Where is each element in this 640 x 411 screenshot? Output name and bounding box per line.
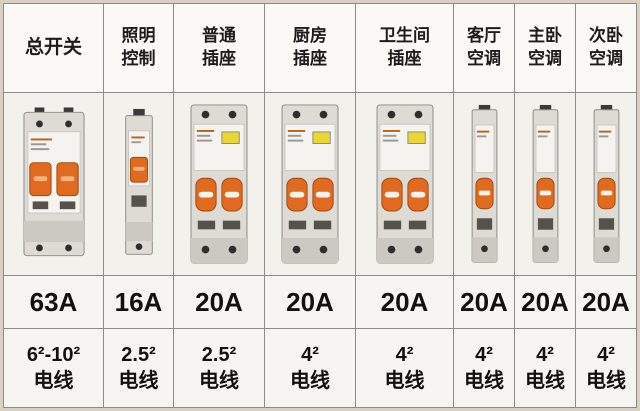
amp-rating-bathroom-sockets: 20A bbox=[356, 276, 453, 328]
header-lighting-control: 照明 控制 bbox=[104, 4, 173, 92]
amp-rating-kitchen-sockets: 20A bbox=[265, 276, 355, 328]
header-livingroom-ac: 客厅 空调 bbox=[454, 4, 514, 92]
wire-spec-lighting: 2.5² 电线 bbox=[104, 329, 173, 407]
wire-spec-second-bedroom-ac: 4² 电线 bbox=[576, 329, 636, 407]
rcd-2pole-breaker-icon bbox=[190, 103, 248, 265]
breaker-cell-lighting bbox=[104, 93, 173, 275]
header-main-switch: 总开关 bbox=[4, 4, 103, 92]
breaker-cell-general-sockets bbox=[174, 93, 264, 275]
diagram-table: 总开关 照明 控制 普通 插座 厨房 插座 卫生间 插座 客厅 空调 主卧 空调… bbox=[3, 3, 637, 408]
amp-rating-general-sockets: 20A bbox=[174, 276, 264, 328]
amp-rating-second-bedroom-ac: 20A bbox=[576, 276, 636, 328]
amp-rating-master-bedroom-ac: 20A bbox=[515, 276, 575, 328]
breaker-cell-second-bedroom-ac bbox=[576, 93, 636, 275]
rcd-2pole-breaker-icon bbox=[281, 103, 339, 265]
single-pole-breaker-icon bbox=[124, 108, 154, 260]
wire-spec-bathroom-sockets: 4² 电线 bbox=[356, 329, 453, 407]
breaker-cell-kitchen-sockets bbox=[265, 93, 355, 275]
single-pole-breaker-icon bbox=[593, 104, 620, 264]
single-pole-breaker-icon bbox=[532, 104, 559, 264]
header-bathroom-sockets: 卫生间 插座 bbox=[356, 4, 453, 92]
header-general-sockets: 普通 插座 bbox=[174, 4, 264, 92]
header-kitchen-sockets: 厨房 插座 bbox=[265, 4, 355, 92]
amp-rating-lighting: 16A bbox=[104, 276, 173, 328]
wire-spec-main-switch: 6²-10² 电线 bbox=[4, 329, 103, 407]
wire-spec-general-sockets: 2.5² 电线 bbox=[174, 329, 264, 407]
main-2pole-breaker-icon bbox=[23, 106, 85, 262]
wire-spec-livingroom-ac: 4² 电线 bbox=[454, 329, 514, 407]
breaker-cell-bathroom-sockets bbox=[356, 93, 453, 275]
breaker-cell-main-switch bbox=[4, 93, 103, 275]
breaker-cell-master-bedroom-ac bbox=[515, 93, 575, 275]
amp-rating-main-switch: 63A bbox=[4, 276, 103, 328]
single-pole-breaker-icon bbox=[471, 104, 498, 264]
rcd-2pole-breaker-icon bbox=[376, 103, 434, 265]
breaker-cell-livingroom-ac bbox=[454, 93, 514, 275]
wire-spec-master-bedroom-ac: 4² 电线 bbox=[515, 329, 575, 407]
wire-spec-kitchen-sockets: 4² 电线 bbox=[265, 329, 355, 407]
header-master-bedroom-ac: 主卧 空调 bbox=[515, 4, 575, 92]
amp-rating-livingroom-ac: 20A bbox=[454, 276, 514, 328]
header-second-bedroom-ac: 次卧 空调 bbox=[576, 4, 636, 92]
